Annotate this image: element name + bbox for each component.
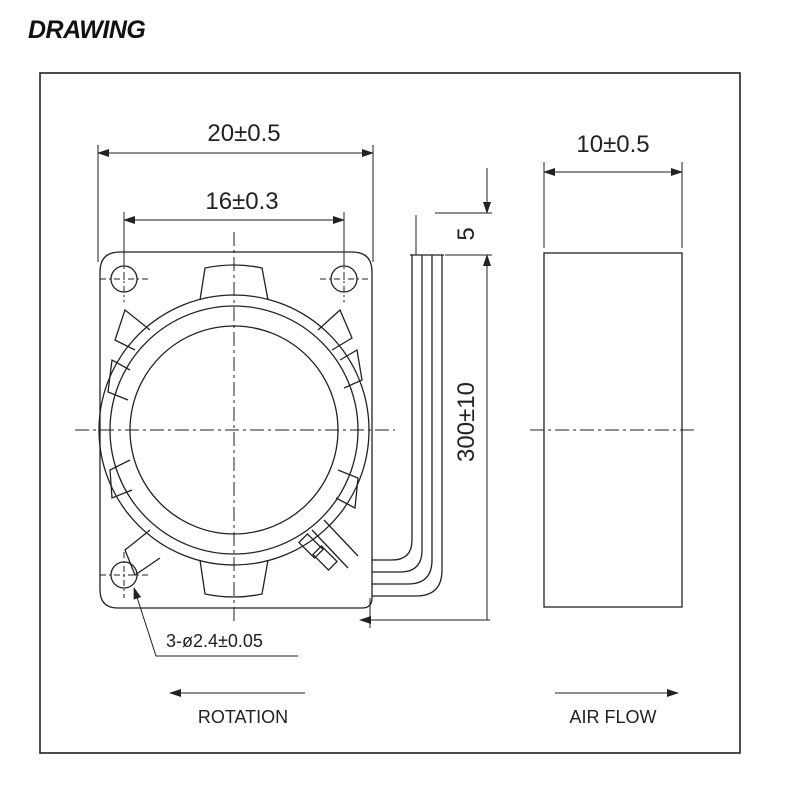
dim-depth	[543, 162, 683, 248]
dim-hole-spacing	[123, 212, 345, 266]
fan-side-view	[530, 252, 695, 608]
fan-front-view	[75, 232, 395, 625]
dim-lead-length-label: 300±10	[453, 382, 480, 462]
rotation-label: ROTATION	[198, 707, 288, 727]
dim-mounting-holes-leader	[133, 587, 298, 657]
dim-overall-width	[97, 145, 374, 262]
lead-wires	[372, 215, 444, 597]
fan-lead-strut	[298, 519, 359, 571]
dim-overall-width-label: 20±0.5	[207, 120, 280, 147]
dim-lead-offset-label: 5	[453, 227, 480, 240]
mounting-hole-bottom-left	[100, 552, 148, 598]
dim-hole-spacing-label: 16±0.3	[205, 188, 278, 215]
fan-outer-frame	[99, 251, 373, 609]
dim-lead-length	[359, 258, 490, 628]
dim-mounting-holes-label: 3-ø2.4±0.05	[166, 631, 263, 651]
fan-blade-tabs	[107, 264, 363, 598]
drawing-heading: DRAWING	[28, 16, 146, 44]
drawing-frame	[39, 72, 741, 754]
air-flow-label: AIR FLOW	[569, 707, 656, 727]
dim-depth-label: 10±0.5	[576, 131, 649, 158]
